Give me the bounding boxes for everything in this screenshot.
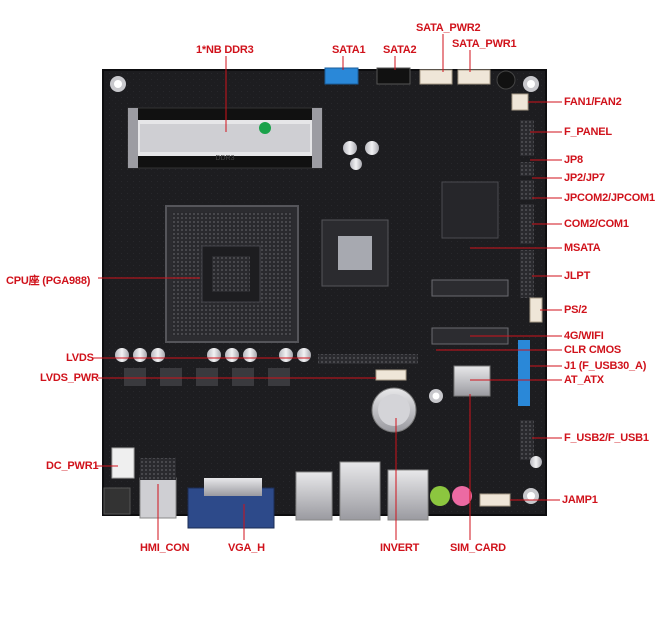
inductors (124, 368, 290, 386)
fan-connector (511, 93, 529, 111)
leader-lines (92, 34, 562, 540)
sata-pwr2-connector (419, 69, 453, 85)
label-sata-pwr1: SATA_PWR1 (452, 38, 517, 50)
cmos-battery (371, 387, 417, 433)
label-clr-cmos: CLR CMOS (564, 344, 622, 356)
label-jp8: JP8 (564, 154, 583, 166)
sata1-connector (324, 67, 359, 85)
label-vga: VGA_H (228, 542, 265, 554)
sata2-connector (376, 67, 411, 85)
label-f-usb: F_USB2/F_USB1 (564, 432, 649, 444)
ddr3-slot: DDR3 (127, 107, 323, 169)
sata-pwr1-connector (457, 69, 491, 85)
label-cpu: CPU座 (PGA988) (6, 275, 91, 287)
label-hmi: HMI_CON (140, 542, 190, 554)
label-sata1: SATA1 (332, 44, 366, 56)
label-dc-pwr: DC_PWR1 (46, 460, 99, 472)
lvds-header (318, 354, 418, 364)
cpu-socket (165, 205, 299, 343)
motherboard-diagram: DDR3 (6, 22, 655, 554)
label-ddr3: 1*NB DDR3 (196, 44, 254, 56)
label-ps2: PS/2 (564, 304, 588, 316)
label-fan: FAN1/FAN2 (564, 96, 622, 108)
label-at-atx: AT_ATX (564, 374, 604, 386)
label-f-panel: F_PANEL (564, 126, 612, 138)
label-lvds-pwr: LVDS_PWR (40, 372, 99, 384)
sim-card-slot (453, 365, 491, 397)
board-illustration: DDR3 (92, 34, 562, 540)
rear-io (103, 447, 511, 529)
right-pin-headers (518, 120, 543, 460)
label-jamp: JAMP1 (562, 494, 598, 506)
label-msata: MSATA (564, 242, 601, 254)
label-lvds: LVDS (66, 352, 94, 364)
label-com: COM2/COM1 (564, 218, 629, 230)
svg-text:DDR3: DDR3 (215, 155, 234, 162)
lvds-pwr-header (375, 369, 407, 381)
label-jlpt: JLPT (564, 270, 591, 282)
label-jpcom: JPCOM2/JPCOM1 (564, 192, 655, 204)
label-sata2: SATA2 (383, 44, 417, 56)
label-wifi: 4G/WIFI (564, 330, 604, 342)
label-sata-pwr2: SATA_PWR2 (416, 22, 481, 34)
chipset (321, 219, 389, 287)
label-jp2: JP2/JP7 (564, 172, 605, 184)
buzzer (496, 70, 516, 90)
super-io-chip (441, 181, 499, 239)
msata-slot (431, 279, 509, 297)
label-sim: SIM_CARD (450, 542, 506, 554)
label-j1: J1 (F_USB30_A) (564, 360, 647, 372)
label-invert: INVERT (380, 542, 420, 554)
